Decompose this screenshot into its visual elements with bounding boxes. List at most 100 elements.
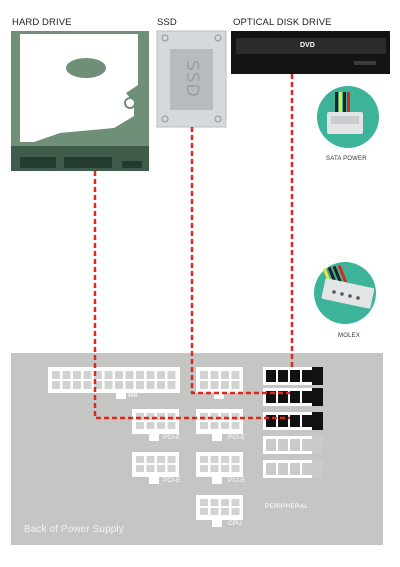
connector-pin <box>221 456 229 463</box>
connector-pin <box>210 413 219 420</box>
connector-pin <box>200 508 208 515</box>
connector-pin <box>200 381 208 389</box>
hard-drive <box>11 31 149 171</box>
connector-pin <box>221 508 229 515</box>
peripheral-port-1 <box>263 367 323 385</box>
connector-pin <box>157 371 165 379</box>
connector-pin <box>83 371 92 379</box>
connector-pin <box>231 413 240 420</box>
connector-pin <box>231 499 240 506</box>
connector-pin <box>104 381 113 389</box>
connector-pin <box>167 413 176 420</box>
connector-pin <box>200 422 208 429</box>
hard-drive-cover <box>20 34 138 142</box>
connector-pin <box>62 381 71 389</box>
connector-pin <box>210 499 219 506</box>
connector-pin <box>167 465 176 472</box>
peripheral-label: PERIPHERAL <box>265 503 309 510</box>
connector-pin <box>157 381 165 389</box>
connector-pin <box>231 422 240 429</box>
peripheral-port-3 <box>263 412 323 430</box>
connector-pin <box>146 413 155 420</box>
sata-power-icon <box>317 86 379 148</box>
connector-pin <box>231 456 240 463</box>
connector-pin <box>136 413 144 420</box>
molex-label: MOLEX <box>338 333 361 339</box>
connector-pin <box>210 381 219 389</box>
connector-pin <box>221 381 229 389</box>
connector-pin <box>125 381 134 389</box>
connector-pin <box>125 371 134 379</box>
connector-pin <box>221 499 229 506</box>
connector-pin <box>200 465 208 472</box>
connector-pin <box>73 371 81 379</box>
connector-pin <box>200 413 208 420</box>
connector-pin <box>62 371 71 379</box>
connector-pin <box>210 508 219 515</box>
connector-pin <box>52 381 60 389</box>
connector-pin <box>231 465 240 472</box>
connector-pin <box>167 371 176 379</box>
connector-pin <box>146 422 155 429</box>
connector-pin <box>94 371 102 379</box>
connector-pin <box>136 465 144 472</box>
connector-pin <box>210 371 219 379</box>
connector-pin <box>115 371 123 379</box>
connector-pin <box>73 381 81 389</box>
connector-pin <box>157 465 165 472</box>
connector-pin <box>167 456 176 463</box>
connector-pin <box>231 381 240 389</box>
connector-pin <box>167 381 176 389</box>
molex-icon <box>314 262 376 324</box>
connector-pin <box>200 499 208 506</box>
cpu-label: CPU <box>228 520 242 527</box>
connector-pin <box>136 422 144 429</box>
connector-pin <box>115 381 123 389</box>
peripheral-port-2 <box>263 388 323 406</box>
connector-pin <box>167 422 176 429</box>
connector-pin <box>146 371 155 379</box>
connector-pin <box>136 371 144 379</box>
connector-pin <box>157 456 165 463</box>
connector-pin <box>210 422 219 429</box>
pcie-label-2: PCI-E <box>228 434 246 441</box>
connector-pin <box>94 381 102 389</box>
optical-drive-label: OPTICAL DISK DRIVE <box>233 17 332 28</box>
connector-pin <box>157 422 165 429</box>
psu-title: Back of Power Supply <box>24 524 124 535</box>
cable-ssd <box>190 127 290 395</box>
connector-pin <box>221 413 229 420</box>
hard-drive-label: HARD DRIVE <box>12 17 72 28</box>
connector-pin <box>231 371 240 379</box>
cable-hard-drive <box>93 171 290 420</box>
pcie-label-3: PCI-E <box>163 477 181 484</box>
peripheral-port-5 <box>263 460 323 478</box>
connector-pin <box>83 381 92 389</box>
connector-pin <box>210 465 219 472</box>
connector-pin <box>146 381 155 389</box>
connector-pin <box>200 456 208 463</box>
connector-pin <box>231 508 240 515</box>
connector-pin <box>52 371 60 379</box>
pcie-label-1: PCI-E <box>163 434 181 441</box>
connector-pin <box>210 456 219 463</box>
connector-pin <box>136 381 144 389</box>
ssd-drive <box>156 30 227 128</box>
pcie-label-4: PCI-E <box>228 477 246 484</box>
ssd-label: SSD <box>157 17 177 28</box>
connector-pin <box>146 465 155 472</box>
connector-pin <box>200 371 208 379</box>
sata-power-label: SATA POWER <box>326 156 367 162</box>
peripheral-port-4 <box>263 436 323 454</box>
connector-pin <box>157 413 165 420</box>
connector-pin <box>221 422 229 429</box>
connector-pin <box>221 371 229 379</box>
connector-pin <box>221 465 229 472</box>
optical-disk-drive <box>231 31 390 74</box>
mb-label: MB <box>128 392 138 399</box>
ssd-face-text: SSD <box>182 60 202 98</box>
connector-pin <box>104 371 113 379</box>
connector-pin <box>146 456 155 463</box>
hard-drive-spindle <box>66 58 106 78</box>
dvd-label: DVD <box>300 42 315 49</box>
